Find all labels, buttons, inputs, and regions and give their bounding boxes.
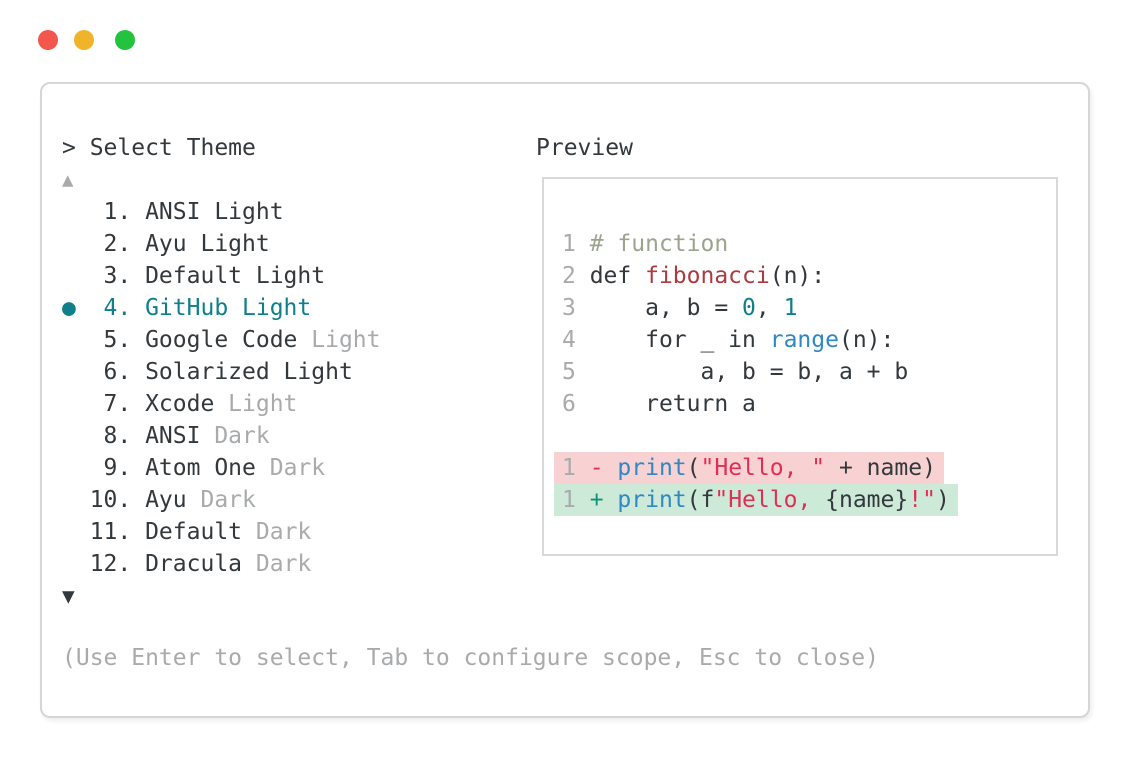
diff-removed-line: 1 - print("Hello, " + name) (554, 452, 958, 484)
theme-item-dracula-dark[interactable]: 12. Dracula Dark (62, 551, 312, 577)
theme-item-solarized-light[interactable]: 6. Solarized Light (62, 359, 353, 385)
theme-item-atom-one-dark[interactable]: 9. Atom One Dark (62, 455, 326, 481)
code-line: 3 a, b = 0, 1 (562, 295, 798, 321)
select-theme-prompt: > Select Theme (62, 135, 256, 161)
theme-item-xcode-light[interactable]: 7. Xcode Light (62, 391, 298, 417)
help-text: (Use Enter to select, Tab to configure s… (62, 645, 879, 671)
code-line: 2 def fibonacci(n): (562, 263, 826, 289)
minimize-button[interactable] (74, 30, 94, 50)
theme-item-ansi-dark[interactable]: 8. ANSI Dark (62, 423, 270, 449)
close-button[interactable] (38, 30, 58, 50)
theme-item-default-dark[interactable]: 11. Default Dark (62, 519, 312, 545)
theme-item-ayu-dark[interactable]: 10. Ayu Dark (62, 487, 256, 513)
theme-item-google-code-light[interactable]: 5. Google Code Light (62, 327, 381, 353)
theme-picker-window: > Select Theme Preview ▲ 1. ANSI Light 2… (40, 82, 1090, 718)
scroll-down-icon[interactable]: ▼ (62, 584, 75, 608)
preview-code: 1 # function 2 def fibonacci(n): 3 a, b = … (554, 228, 958, 516)
code-blank-line (562, 420, 958, 452)
code-line: 1 # function (562, 231, 729, 257)
theme-item-ayu-light[interactable]: 2. Ayu Light (62, 231, 270, 257)
theme-item-ansi-light[interactable]: 1. ANSI Light (62, 199, 284, 225)
code-line: 5 a, b = b, a + b (562, 359, 909, 385)
scroll-up-icon[interactable]: ▲ (62, 169, 74, 191)
code-line: 4 for _ in range(n): (562, 327, 895, 353)
code-line: 6 return a (562, 391, 756, 417)
theme-item-github-light[interactable]: ● 4. GitHub Light (62, 295, 312, 321)
preview-pane: 1 # function 2 def fibonacci(n): 3 a, b = … (542, 177, 1058, 556)
diff-added-line: 1 + print(f"Hello, {name}!") (554, 484, 958, 516)
maximize-button[interactable] (115, 30, 135, 50)
theme-item-default-light[interactable]: 3. Default Light (62, 263, 326, 289)
theme-list: 1. ANSI Light 2. Ayu Light 3. Default Li… (62, 196, 381, 580)
preview-title: Preview (536, 135, 633, 161)
